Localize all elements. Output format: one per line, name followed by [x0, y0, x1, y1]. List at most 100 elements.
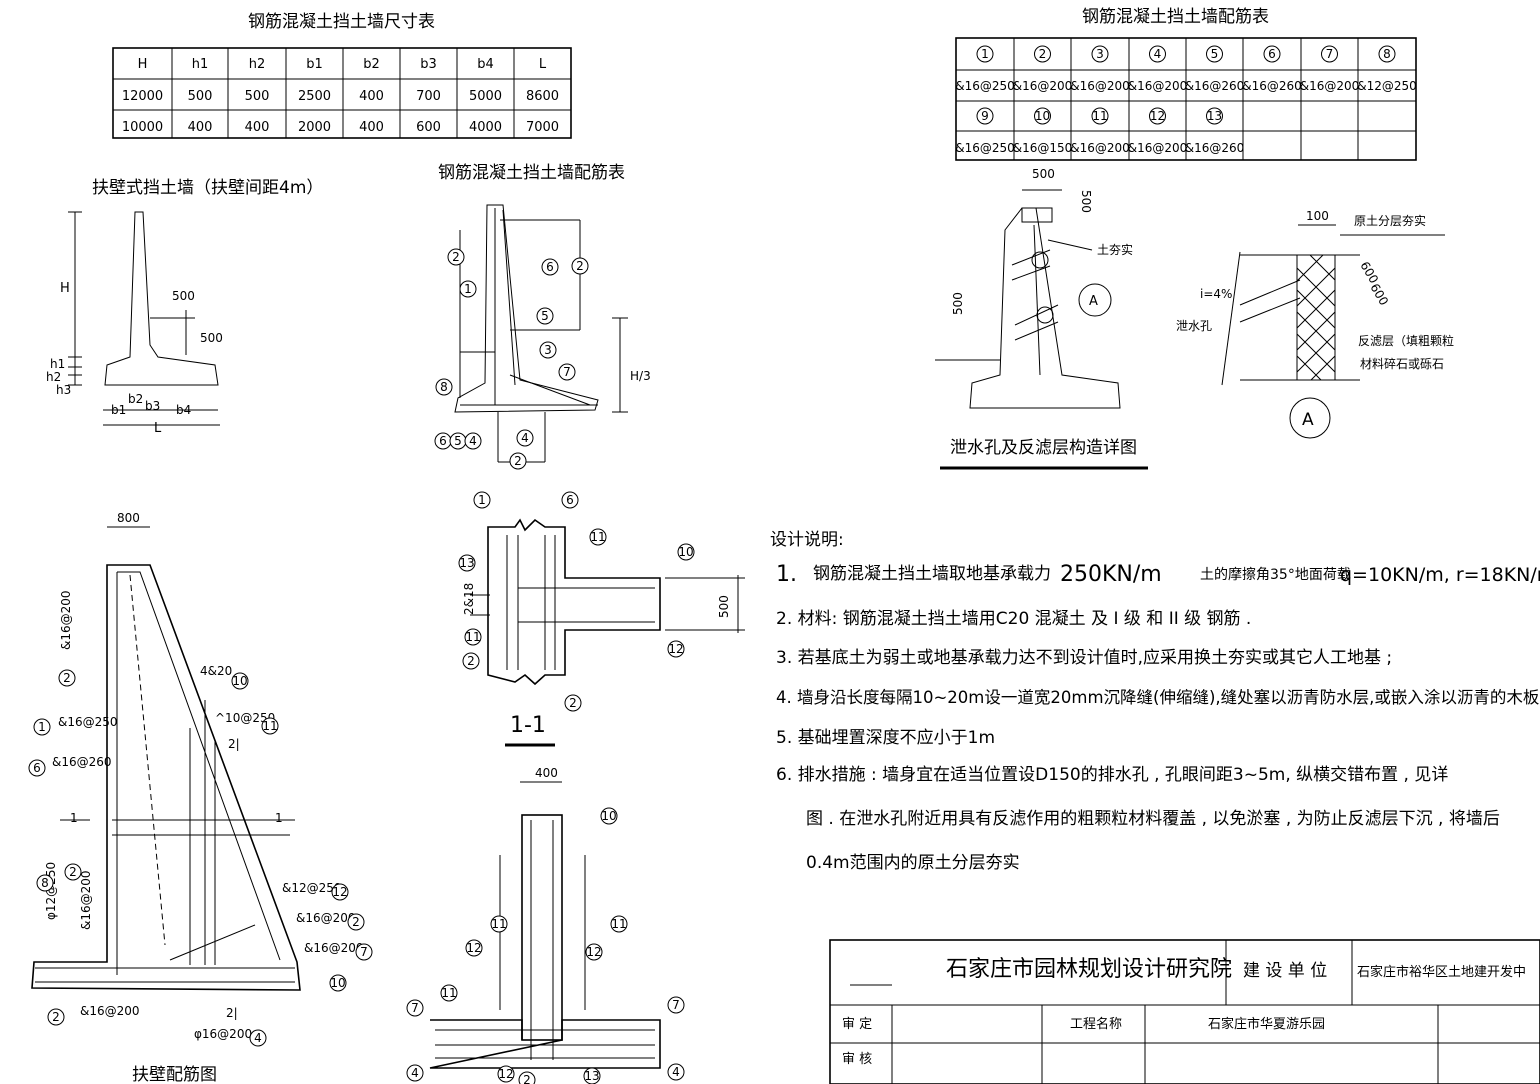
dim-500-side: 500: [200, 331, 223, 345]
rebar-callout-circle: [36, 874, 54, 892]
rebar-callout-number: 2: [69, 865, 77, 879]
rebar-mark: 5: [1211, 47, 1219, 61]
dim-table-header: b3: [420, 57, 437, 72]
dim-table-cell: 500: [188, 89, 213, 104]
rebar-mark: 7: [1326, 47, 1334, 61]
dim-b3: b3: [145, 399, 160, 413]
dim-table-cell: 400: [245, 120, 270, 135]
rebar-mark-circle: [1321, 45, 1338, 63]
rebar-callout-circle: [473, 491, 491, 509]
rebar-callout-circle: [490, 915, 508, 933]
dim-table-cell: 8600: [526, 89, 559, 104]
rebar-callout-circle: [539, 341, 557, 359]
title-block-project-label: 工程名称: [1070, 1016, 1122, 1032]
rebar-mark: 12: [1150, 109, 1165, 123]
drainage-detail-figure: 500 500 500 土夯实 A 泄水孔及反滤层构造详图 100 原土分层夯实…: [935, 167, 1454, 470]
rebar-callout-number: 11: [465, 630, 480, 644]
rebar-mark-circle: [1034, 107, 1051, 125]
rib-sec-mark-right: 1: [275, 811, 283, 825]
dim-500-top: 500: [172, 289, 195, 303]
rib-dim-800: 800: [117, 511, 140, 525]
rebar-callout-number: 2: [569, 696, 577, 710]
rebar-callout-number: 6: [546, 260, 554, 274]
title-block-review-label: 审 定: [842, 1017, 872, 1032]
rebar-callout-number: 11: [491, 917, 506, 931]
rebar-callout-circle: [447, 248, 465, 266]
rebar-callout-number: 7: [563, 365, 571, 379]
rebar-spec: &16@260: [1242, 79, 1302, 93]
rebar-callout-number: 6: [439, 434, 447, 448]
dim-table-cell: 7000: [526, 120, 559, 135]
rebar-callout-circle: [589, 528, 607, 546]
note-4: 4. 墙身沿长度每隔10~20m设一道宽20mm沉降缝(伸缩缝),缝处塞以沥青防…: [776, 688, 1540, 707]
sec11-title: 1-1: [510, 713, 546, 738]
rebar-callout-circle: [459, 280, 477, 298]
note-1-b: 250KN/m: [1060, 562, 1162, 587]
rebar-callout-circle: [58, 669, 76, 687]
rebar-callout-number: 1: [38, 720, 46, 734]
rebar-callout-number: 4: [411, 1066, 419, 1080]
rebar-callout-circle: [261, 717, 279, 735]
dim-b4: b4: [176, 403, 191, 417]
rebar-spec: &16@250: [955, 141, 1015, 155]
dim-table-cell: 2500: [298, 89, 331, 104]
rebar-callout-number: 11: [262, 719, 277, 733]
note-1-d: q=10KN/m, r=18KN/m,: [1340, 564, 1540, 586]
title-block: 石家庄市园林规划设计研究院 建 设 单 位 石家庄市裕华区土地建开发中 审 定 …: [829, 939, 1540, 1084]
rebar-callout-number: 2: [514, 454, 522, 468]
drain-hole-label: 泄水孔: [1176, 319, 1212, 333]
rebar-spec: &16@250: [955, 79, 1015, 93]
drain-dim-500-left: 500: [951, 292, 965, 315]
rib-label-c: &16@260: [52, 755, 112, 769]
rebar-mark: 10: [1035, 109, 1050, 123]
dim-table-cell: 5000: [469, 89, 502, 104]
drain-dim-600b: 600: [1367, 281, 1391, 308]
title-block-project: 石家庄市华夏游乐园: [1208, 1016, 1325, 1032]
rebar-callout-number: 12: [332, 885, 347, 899]
dim-table-cell: 400: [188, 120, 213, 135]
dim-table-header: L: [539, 57, 547, 72]
rebar-callout-circle: [585, 943, 603, 961]
rebar-callout-number: 2: [63, 671, 71, 685]
rebar-callout-number: 2: [467, 654, 475, 668]
rebar-callout-number: 12: [668, 642, 683, 656]
rebar-callout-number: 10: [601, 809, 616, 823]
rebar-callout-number: 5: [454, 434, 462, 448]
rebar-callout-circle: [564, 694, 582, 712]
dim-table-header: h2: [249, 57, 266, 72]
rebar-callout-circle: [347, 913, 365, 931]
rebar-callout-circle: [47, 1008, 65, 1026]
dim-table-cell: 2000: [298, 120, 331, 135]
rebar-callout-number: 10: [330, 976, 345, 990]
rebar-callout-number: 11: [590, 530, 605, 544]
detail-a-marker: A: [1089, 294, 1098, 309]
rebar-mark: 9: [981, 109, 989, 123]
rib-label-e: ^10@250: [215, 711, 275, 725]
notes-heading: 设计说明:: [770, 530, 844, 550]
rebar-callout-number: 6: [33, 761, 41, 775]
rebar-callout-number: 1: [464, 282, 472, 296]
rebar-mark: 4: [1154, 47, 1162, 61]
orig-soil-label: 原土分层夯实: [1354, 213, 1426, 228]
dim-table-cell: 400: [359, 89, 384, 104]
sec11-dim-500: 500: [717, 595, 731, 618]
rebar-spec: &16@200: [1128, 141, 1188, 155]
rebar-callout-circle: [518, 1071, 536, 1084]
rebar-callout-circle: [329, 974, 347, 992]
rebar-spec: &16@200: [1070, 79, 1130, 93]
dim-b1: b1: [111, 403, 126, 417]
dim-table-cell: 10000: [122, 120, 163, 135]
rebar-callout-number: 11: [441, 986, 456, 1000]
rebar-mark: 1: [981, 47, 989, 61]
rebar-callout-number: 2: [352, 915, 360, 929]
dim-h2: h2: [46, 370, 61, 384]
rebar-callout-circle: [64, 863, 82, 881]
rebar-callout-number: 2: [452, 250, 460, 264]
title-block-check-label: 审 核: [842, 1052, 872, 1067]
rebar-callout-number: 12: [498, 1067, 513, 1081]
drain-dim-500-right: 500: [1079, 190, 1093, 213]
